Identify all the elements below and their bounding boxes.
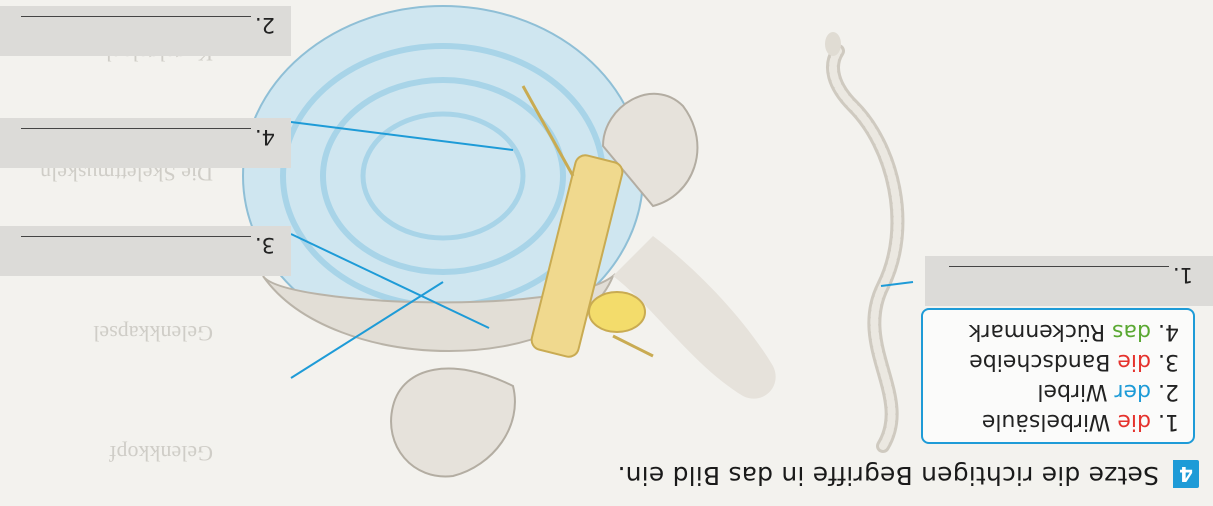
answer-label-4: 4. — [255, 125, 275, 149]
answer-field-1[interactable]: 1. — [925, 256, 1213, 306]
answer-field-2[interactable]: 2. — [0, 6, 291, 56]
answer-label-2: 2. — [255, 13, 275, 37]
answer-line — [949, 266, 1169, 267]
answer-field-4[interactable]: 4. — [0, 118, 291, 168]
answer-line — [21, 128, 251, 129]
answer-line — [21, 16, 251, 17]
answer-line — [21, 236, 251, 237]
answer-label-1: 1. — [1173, 263, 1193, 287]
spine-icon — [825, 32, 897, 446]
answer-field-3[interactable]: 3. — [0, 226, 291, 276]
vertebra-icon — [243, 6, 776, 476]
answer-label-3: 3. — [255, 233, 275, 257]
